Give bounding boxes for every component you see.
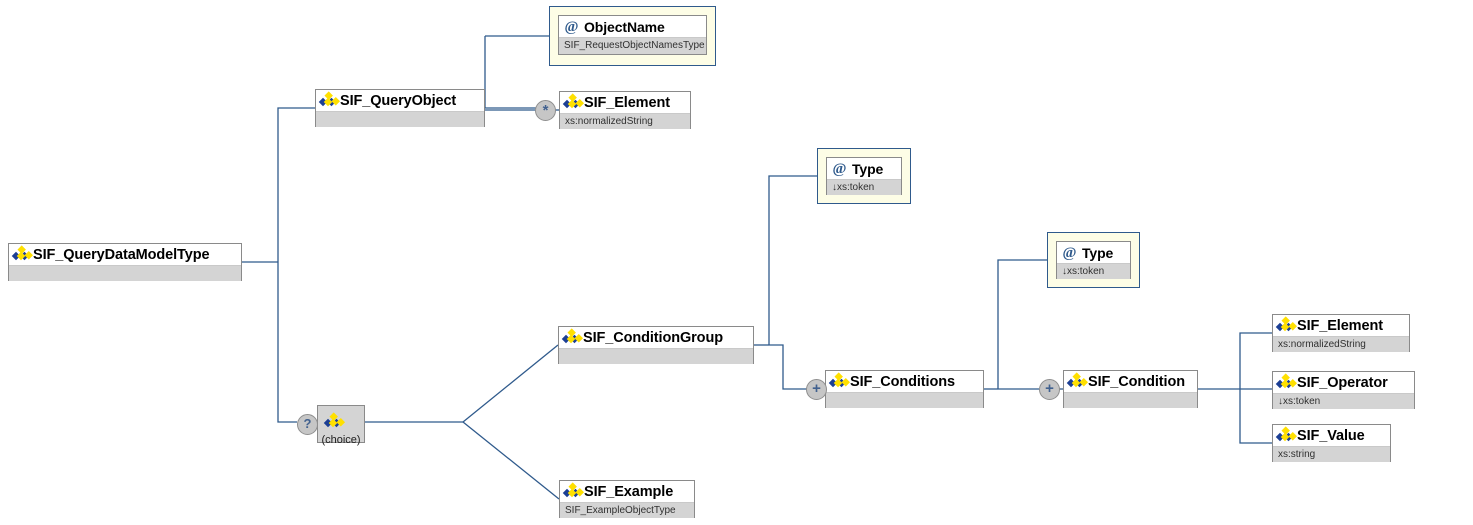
element-icon bbox=[1277, 429, 1293, 443]
element-icon bbox=[830, 375, 846, 389]
node-sif-operator[interactable]: SIF_Operator ↓xs:token bbox=[1272, 371, 1415, 409]
attribute-node-type-condition[interactable]: @ Type ↓xs:token bbox=[1047, 232, 1140, 288]
occurrence-marker-one-or-more-conditions[interactable]: + bbox=[806, 379, 827, 400]
node-sif-value[interactable]: SIF_Value xs:string bbox=[1272, 424, 1391, 462]
connector-22 bbox=[1239, 389, 1272, 444]
node-label: SIF_ConditionGroup bbox=[583, 329, 723, 346]
element-icon bbox=[1277, 319, 1293, 333]
node-body: @ Type ↓xs:token bbox=[826, 157, 902, 195]
node-sif-example[interactable]: SIF_Example SIF_ExampleObjectType bbox=[559, 480, 695, 518]
node-label: SIF_Value bbox=[1297, 427, 1365, 444]
attribute-icon: @ bbox=[1062, 244, 1077, 261]
element-icon bbox=[320, 94, 336, 108]
node-subtype: ↓xs:token bbox=[1273, 394, 1414, 409]
node-subtype bbox=[559, 349, 753, 364]
connector-9 bbox=[462, 344, 559, 423]
node-title: @ ObjectName bbox=[559, 16, 706, 38]
node-label: ObjectName bbox=[584, 18, 665, 35]
node-label: Type bbox=[852, 160, 884, 177]
node-subtype: xs:normalizedString bbox=[560, 114, 690, 129]
node-choice[interactable]: (choice) bbox=[317, 405, 365, 446]
node-subtype: xs:string bbox=[1273, 447, 1390, 462]
node-label: SIF_QueryObject bbox=[340, 92, 457, 109]
node-title: SIF_Conditions bbox=[826, 371, 983, 393]
node-label: SIF_Element bbox=[1297, 317, 1383, 334]
node-sif-element-top[interactable]: SIF_Element xs:normalizedString bbox=[559, 91, 691, 129]
node-title: SIF_Example bbox=[560, 481, 694, 503]
connector-20 bbox=[1239, 332, 1272, 389]
connector-16 bbox=[997, 259, 1047, 389]
node-title: SIF_ConditionGroup bbox=[559, 327, 753, 349]
node-subtype bbox=[316, 112, 484, 127]
attribute-node-type-conditiongroup[interactable]: @ Type ↓xs:token bbox=[817, 148, 911, 204]
connector-13 bbox=[769, 344, 806, 390]
connector-1 bbox=[277, 107, 315, 262]
element-icon bbox=[325, 415, 341, 429]
attribute-node-objectname[interactable]: @ ObjectName SIF_RequestObjectNamesType bbox=[549, 6, 716, 66]
element-icon bbox=[13, 248, 29, 262]
node-sif-condition[interactable]: SIF_Condition bbox=[1063, 370, 1198, 408]
node-label: SIF_QueryDataModelType bbox=[33, 246, 210, 263]
attribute-icon: @ bbox=[564, 18, 579, 35]
node-sif-conditiongroup[interactable]: SIF_ConditionGroup bbox=[558, 326, 754, 364]
choice-label: (choice) bbox=[321, 434, 361, 446]
node-title: @ Type bbox=[827, 158, 901, 180]
occurrence-marker-zero-or-more[interactable]: * bbox=[535, 100, 556, 121]
node-subtype: SIF_ExampleObjectType bbox=[560, 503, 694, 518]
node-label: SIF_Element bbox=[584, 94, 670, 111]
connector-2 bbox=[277, 262, 297, 423]
node-sif-element-right[interactable]: SIF_Element xs:normalizedString bbox=[1272, 314, 1410, 352]
node-body: @ ObjectName SIF_RequestObjectNamesType bbox=[558, 15, 707, 55]
node-label: Type bbox=[1082, 244, 1114, 261]
node-sif-queryobject[interactable]: SIF_QueryObject bbox=[315, 89, 485, 127]
node-subtype bbox=[826, 393, 983, 408]
node-subtype: xs:normalizedString bbox=[1273, 337, 1409, 352]
node-title: SIF_Condition bbox=[1064, 371, 1197, 393]
node-label: SIF_Conditions bbox=[850, 373, 955, 390]
node-subtype bbox=[9, 266, 241, 281]
connector-12 bbox=[768, 175, 817, 345]
connector-10 bbox=[462, 421, 560, 500]
node-subtype: ↓xs:token bbox=[1057, 264, 1130, 279]
node-sif-querydatamodeltype[interactable]: SIF_QueryDataModelType bbox=[8, 243, 242, 281]
node-title: SIF_QueryObject bbox=[316, 90, 484, 112]
node-title: @ Type bbox=[1057, 242, 1130, 264]
occurrence-marker-one-or-more-condition[interactable]: + bbox=[1039, 379, 1060, 400]
node-label: SIF_Operator bbox=[1297, 374, 1388, 391]
node-subtype: SIF_RequestObjectNamesType bbox=[559, 38, 706, 53]
occurrence-marker-optional[interactable]: ? bbox=[297, 414, 318, 435]
element-icon bbox=[563, 331, 579, 345]
attribute-icon: @ bbox=[832, 160, 847, 177]
choice-icon-row bbox=[318, 406, 364, 434]
node-title: SIF_Value bbox=[1273, 425, 1390, 447]
node-subtype: ↓xs:token bbox=[827, 180, 901, 195]
node-sif-conditions[interactable]: SIF_Conditions bbox=[825, 370, 984, 408]
element-icon bbox=[1277, 376, 1293, 390]
element-icon bbox=[1068, 375, 1084, 389]
node-title: SIF_QueryDataModelType bbox=[9, 244, 241, 266]
element-icon bbox=[564, 96, 580, 110]
node-subtype bbox=[1064, 393, 1197, 408]
node-title: SIF_Element bbox=[1273, 315, 1409, 337]
node-label: SIF_Example bbox=[584, 483, 674, 500]
node-title: SIF_Element bbox=[560, 92, 690, 114]
node-title: SIF_Operator bbox=[1273, 372, 1414, 394]
node-body: @ Type ↓xs:token bbox=[1056, 241, 1131, 279]
node-label: SIF_Condition bbox=[1088, 373, 1185, 390]
element-icon bbox=[564, 485, 580, 499]
